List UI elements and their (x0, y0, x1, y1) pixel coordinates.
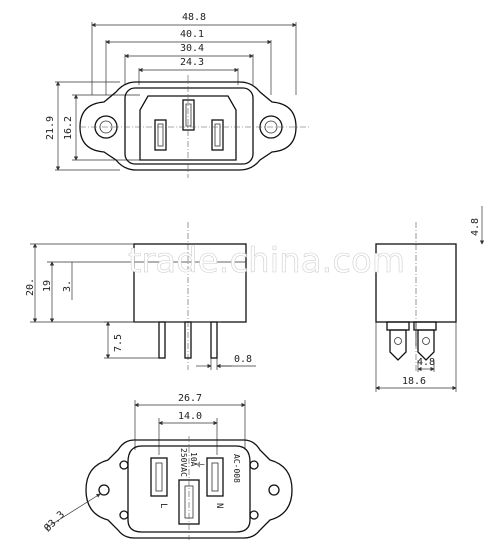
marking-code: AC-008 (232, 454, 241, 483)
bottom-view: 26.7 14.0 L N 250VAC 10A ⏚ AC-008 (42, 393, 293, 540)
marking-rating: 250VAC (179, 448, 188, 477)
dim-width-40-1: 40.1 (180, 29, 204, 40)
end-view: 4.8 4.8 18.6 (375, 206, 485, 392)
dim-width-24-3: 24.3 (180, 57, 204, 68)
dim-height-21-9: 21.9 (45, 116, 56, 140)
pin-label-neutral: N (214, 503, 224, 508)
top-view: 48.8 40.1 30.4 24.3 21.9 16.2 (45, 12, 310, 178)
dim-tab-width: 4.8 (417, 357, 435, 368)
pin-label-live: L (158, 503, 168, 508)
dim-side-height-20: 20. (25, 278, 36, 296)
dim-end-width: 18.6 (402, 376, 426, 387)
bottom-hole-left (98, 484, 110, 496)
dim-width-48-8: 48.8 (182, 12, 206, 23)
dim-height-16-2: 16.2 (63, 116, 74, 140)
dim-side-height-19: 19 (42, 280, 53, 292)
dim-hole-diameter: Ø3.3 (42, 509, 68, 535)
dim-pin-thickness: 0.8 (234, 354, 252, 365)
bottom-hole-right (268, 484, 280, 496)
dim-side-height-3: 3. (62, 280, 73, 292)
watermark: trade.china.com (128, 241, 405, 281)
side-view: 20. 19 3. 7.5 0.8 (25, 222, 256, 370)
dim-bottom-width-14-0: 14.0 (178, 411, 202, 422)
earth-symbol-icon: ⏚ (194, 460, 205, 469)
dim-bottom-width-26-7: 26.7 (178, 393, 202, 404)
dim-width-30-4: 30.4 (180, 43, 204, 54)
dim-pin-length: 7.5 (113, 334, 124, 352)
dim-end-height: 4.8 (470, 218, 481, 236)
marking-current: 10A (189, 452, 198, 467)
